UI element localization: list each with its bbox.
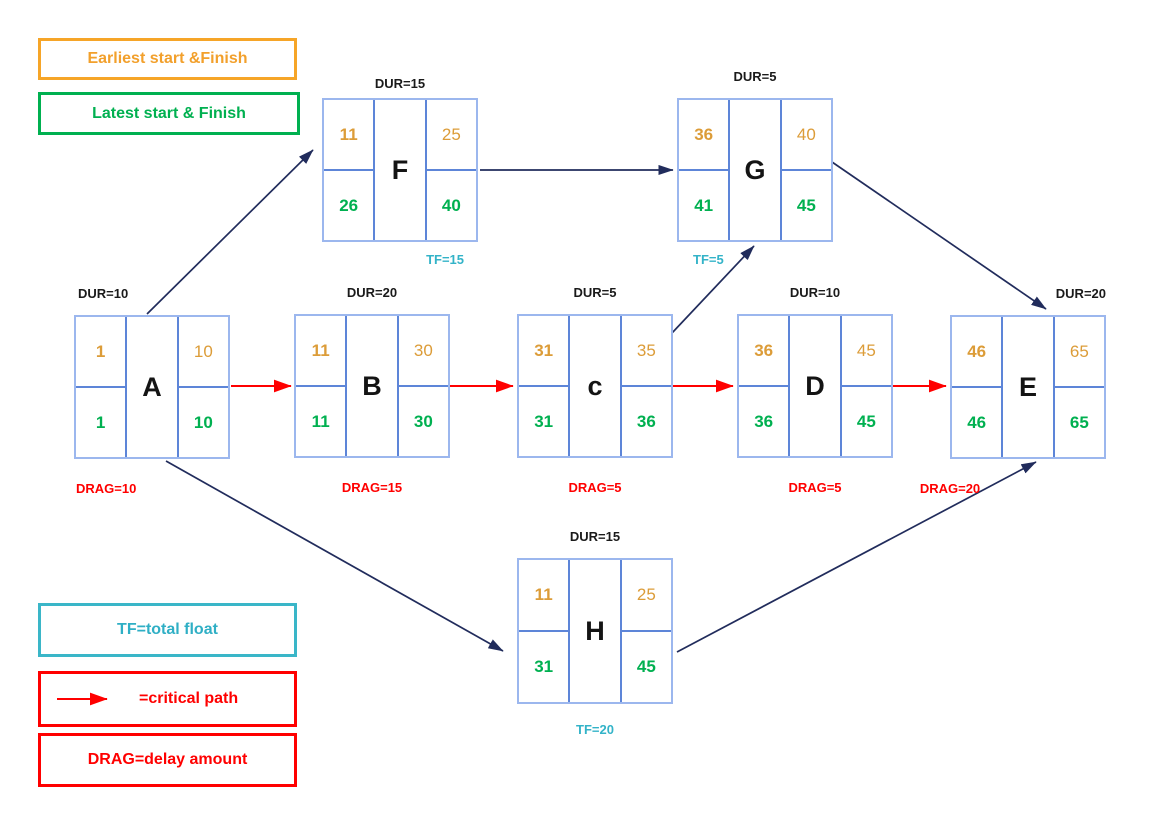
late-finish: 45 (856, 411, 876, 431)
node-box: 36 41 G 40 45 (677, 98, 833, 242)
duration-label: DUR=20 (1055, 286, 1106, 301)
late-start: 11 (311, 411, 330, 431)
early-finish: 25 (621, 560, 671, 632)
activity-letter: A (142, 371, 162, 402)
late-start: 1 (95, 412, 106, 432)
late-finish: 65 (1069, 412, 1089, 432)
duration-label: DUR=15 (569, 529, 621, 544)
node-box: 31 31 c 35 36 (517, 314, 673, 458)
node-box: 36 36 D 45 45 (737, 314, 893, 458)
activity-node-e: DUR=20 46 46 E 65 65 DRAG=20 (920, 286, 1106, 496)
activity-node-a: DUR=10 1 1 A 10 10 DRAG=10 (74, 286, 230, 496)
duration-label: DUR=20 (346, 285, 398, 300)
early-start: 11 (324, 100, 374, 171)
early-start: 1 (76, 317, 126, 388)
duration-label: DUR=15 (374, 76, 426, 91)
late-start: 31 (534, 657, 554, 676)
late-finish: 40 (441, 195, 461, 215)
early-finish: 30 (398, 316, 448, 387)
node-box: 11 31 H 25 45 (517, 558, 673, 704)
early-finish: 25 (426, 100, 476, 171)
early-finish: 35 (621, 316, 671, 387)
late-start: 41 (694, 195, 714, 215)
early-start: 36 (679, 100, 729, 171)
activity-letter: F (391, 154, 409, 185)
early-start: 11 (296, 316, 346, 387)
drag-label: DRAG=20 (919, 481, 981, 496)
activity-letter: B (362, 370, 382, 401)
early-start: 11 (519, 560, 569, 632)
node-box: 46 46 E 65 65 (950, 315, 1106, 459)
late-finish: 30 (413, 411, 433, 431)
drag-label: DRAG=15 (341, 480, 403, 495)
activity-letter: G (744, 154, 766, 185)
activity-node-d: DUR=10 36 36 D 45 45 DRAG=5 (737, 285, 893, 495)
late-start: 26 (339, 195, 359, 215)
activity-node-g: DUR=5 36 41 G 40 45 TF=5 (677, 69, 833, 267)
critical-path-arrow-icon (57, 692, 108, 706)
node-box: 1 1 A 10 10 (74, 315, 230, 459)
late-finish: 45 (796, 195, 816, 215)
duration-label: DUR=5 (573, 285, 617, 300)
activity-node-c: DUR=5 31 31 c 35 36 DRAG=5 (517, 285, 673, 495)
legend-drag: DRAG=delay amount (38, 733, 297, 787)
duration-label: DUR=10 (789, 285, 841, 300)
late-start: 46 (967, 412, 987, 432)
activity-node-b: DUR=20 11 11 B 30 30 DRAG=15 (294, 285, 450, 495)
late-finish: 10 (193, 412, 213, 432)
legend-latest-start-finish: Latest start & Finish (38, 92, 300, 135)
late-start: 36 (754, 411, 774, 431)
activity-letter: c (587, 370, 603, 401)
total-float-label: TF=20 (576, 722, 614, 737)
drag-label: DRAG=5 (788, 480, 842, 495)
node-box: 11 11 B 30 30 (294, 314, 450, 458)
node-box: 11 26 F 25 40 (322, 98, 478, 242)
total-float-label: TF=15 (426, 252, 464, 267)
early-finish: 40 (781, 100, 831, 171)
late-finish: 45 (636, 657, 656, 676)
drag-label: DRAG=5 (568, 480, 622, 495)
activity-letter: D (805, 370, 825, 401)
activity-node-h: DUR=15 11 31 H 25 45 TF=20 (517, 529, 673, 737)
activity-letter: H (585, 615, 605, 646)
legend-critical-path: =critical path (38, 671, 297, 727)
activity-letter: E (1018, 371, 1037, 402)
duration-label: DUR=10 (78, 286, 129, 301)
early-finish: 45 (841, 316, 891, 387)
legend-earliest-start-finish: Earliest start &Finish (38, 38, 297, 80)
late-finish: 36 (636, 411, 656, 431)
legend-total-float: TF=total float (38, 603, 297, 657)
activity-node-f: DUR=15 11 26 F 25 40 TF=15 (322, 76, 478, 267)
total-float-label: TF=5 (693, 252, 724, 267)
early-finish: 10 (178, 317, 228, 388)
duration-label: DUR=5 (733, 69, 777, 84)
early-start: 36 (739, 316, 789, 387)
legend-critical-path-label: =critical path (139, 690, 239, 707)
early-start: 31 (519, 316, 569, 387)
early-finish: 65 (1054, 317, 1104, 388)
late-start: 31 (534, 411, 554, 431)
drag-label: DRAG=10 (76, 481, 137, 496)
early-start: 46 (952, 317, 1002, 388)
